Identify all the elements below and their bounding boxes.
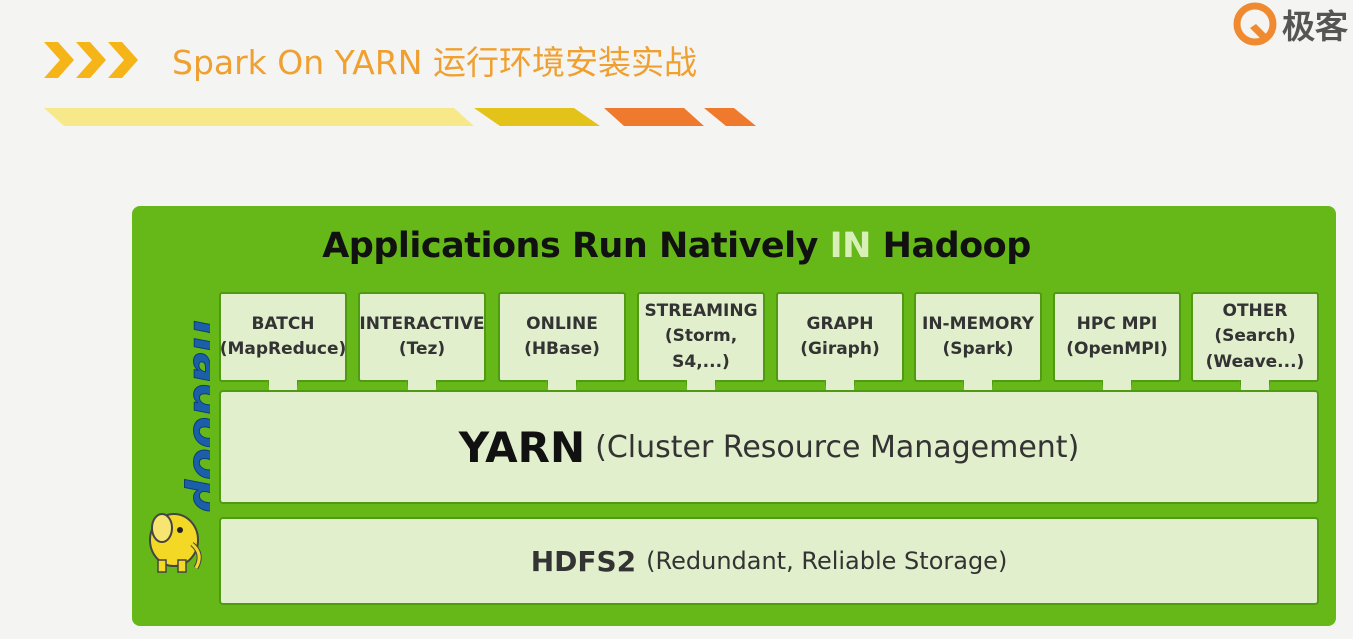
app-box-graph: GRAPH (Giraph) bbox=[776, 292, 904, 402]
app-detail: (MapReduce) bbox=[219, 339, 347, 359]
elephant-icon bbox=[149, 513, 202, 573]
app-box-interactive: INTERACTIVE (Tez) bbox=[358, 292, 486, 402]
brand-logo: 极客 bbox=[1228, 0, 1353, 48]
diagram-title-highlight: IN bbox=[829, 226, 872, 266]
hdfs-layer: HDFS2 (Redundant, Reliable Storage) bbox=[219, 517, 1319, 605]
app-name: GRAPH bbox=[806, 313, 874, 334]
app-detail: (Spark) bbox=[942, 339, 1014, 359]
diagram-title-suffix: Hadoop bbox=[870, 226, 1032, 266]
app-detail-extra: (Weave...) bbox=[1205, 351, 1305, 372]
app-box-online: ONLINE (HBase) bbox=[498, 292, 626, 402]
hdfs-description: (Redundant, Reliable Storage) bbox=[646, 547, 1008, 575]
yarn-label: YARN bbox=[458, 422, 586, 472]
app-box-other: OTHER (Search) (Weave...) bbox=[1191, 292, 1319, 402]
decorative-stripes bbox=[44, 108, 756, 126]
hadoop-elephant-logo: hadoop bbox=[149, 320, 210, 573]
app-name: HPC MPI bbox=[1076, 313, 1158, 334]
app-box-in-memory: IN-MEMORY (Spark) bbox=[914, 292, 1042, 402]
yarn-description: (Cluster Resource Management) bbox=[595, 429, 1080, 465]
app-box-hpc-mpi: HPC MPI (OpenMPI) bbox=[1053, 292, 1181, 402]
diagram-title-prefix: Applications Run Natively bbox=[322, 226, 830, 266]
hadoop-logo-text: hadoop bbox=[183, 320, 210, 513]
app-detail: (Tez) bbox=[398, 339, 446, 359]
app-name: ONLINE bbox=[526, 313, 598, 334]
app-box-streaming: STREAMING (Storm, S4,...) bbox=[637, 292, 765, 402]
app-detail: (OpenMPI) bbox=[1066, 339, 1168, 359]
chevron-arrows-icon bbox=[44, 42, 138, 78]
app-box-batch: BATCH (MapReduce) bbox=[219, 292, 347, 402]
app-name: IN-MEMORY bbox=[922, 313, 1034, 334]
app-name: BATCH bbox=[251, 313, 315, 334]
app-detail: (HBase) bbox=[524, 339, 600, 359]
app-name: INTERACTIVE bbox=[359, 313, 485, 334]
geek-logo-icon bbox=[1233, 2, 1277, 46]
app-detail: (Giraph) bbox=[800, 339, 880, 359]
slide-title: Spark On YARN 运行环境安装实战 bbox=[172, 43, 697, 82]
app-detail: (Storm, S4,...) bbox=[664, 326, 738, 372]
diagram-title: Applications Run Natively IN Hadoop bbox=[0, 226, 1353, 266]
yarn-layer: YARN (Cluster Resource Management) bbox=[219, 390, 1319, 504]
app-name: OTHER bbox=[1222, 300, 1288, 321]
app-detail: (Search) bbox=[1214, 326, 1296, 347]
hdfs-label: HDFS2 bbox=[530, 544, 637, 578]
app-name: STREAMING bbox=[644, 300, 758, 321]
brand-name: 极客 bbox=[1282, 7, 1348, 46]
